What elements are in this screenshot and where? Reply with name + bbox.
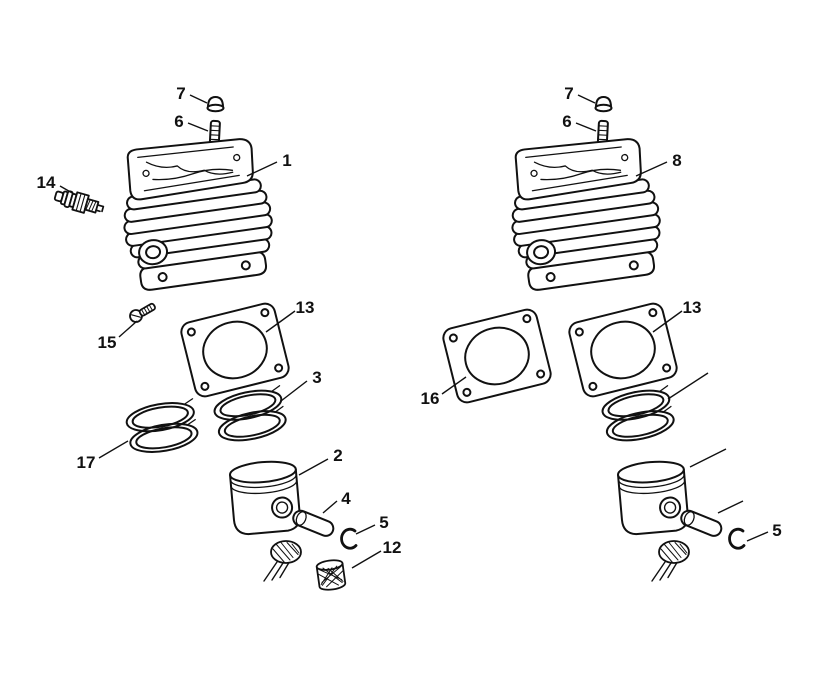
leader-line	[351, 550, 382, 569]
wrist-pin-part	[678, 507, 725, 540]
callout-12: 12	[383, 538, 402, 557]
leader-line	[717, 500, 744, 514]
callout-7: 7	[176, 84, 185, 103]
callout-14: 14	[37, 173, 56, 192]
callout-5: 5	[772, 521, 781, 540]
callout-17: 17	[77, 453, 96, 472]
connecting-rod-part	[651, 540, 690, 582]
piston-part	[616, 458, 691, 537]
leader-line	[441, 376, 467, 395]
leader-line	[265, 310, 296, 333]
gasket-part	[440, 306, 554, 406]
cap-part	[206, 96, 225, 113]
gasket-part	[178, 300, 292, 400]
leader-line	[187, 122, 209, 132]
snap-ring-part	[340, 527, 358, 550]
leader-line	[575, 122, 597, 132]
piston-rings-part	[598, 384, 679, 447]
cylinder-part	[500, 131, 669, 294]
callout-5: 5	[379, 513, 388, 532]
callout-3: 3	[312, 368, 321, 387]
leader-line	[652, 310, 683, 333]
spark-plug-part	[52, 185, 107, 219]
leader-line	[322, 500, 338, 514]
leader-line	[59, 185, 75, 195]
assembly-left: 7 6 1 14 15 13 3 17 2 4 5 12	[37, 84, 402, 593]
leader-line	[746, 531, 769, 542]
piston-rings-part	[123, 397, 202, 458]
leader-line	[118, 320, 138, 338]
callout-7: 7	[564, 84, 573, 103]
callout-1: 1	[282, 151, 291, 170]
leader-line	[635, 161, 668, 177]
piston-part	[228, 458, 303, 537]
cap-part	[594, 96, 613, 113]
callout-2: 2	[333, 446, 342, 465]
needle-bearing-part	[315, 557, 347, 593]
leader-line	[689, 448, 727, 468]
leader-line	[98, 440, 129, 459]
callout-15: 15	[98, 333, 117, 352]
leader-line	[355, 524, 376, 535]
callout-8: 8	[672, 151, 681, 170]
leader-line	[298, 458, 329, 476]
snap-ring-part	[728, 527, 746, 550]
callout-6: 6	[562, 112, 571, 131]
assembly-right: 7 6 8 13 16 5	[421, 84, 782, 582]
leader-line	[246, 161, 278, 177]
leader-line	[280, 380, 308, 402]
screw-part	[126, 299, 159, 326]
leader-line	[667, 372, 709, 400]
connecting-rod-part	[263, 540, 302, 582]
piston-rings-part	[210, 384, 291, 447]
callout-16: 16	[421, 389, 440, 408]
leader-line	[577, 94, 596, 104]
leader-line	[189, 94, 208, 104]
wrist-pin-part	[290, 507, 337, 540]
callout-4: 4	[341, 489, 351, 508]
cylinder-part	[112, 131, 281, 294]
callout-13: 13	[296, 298, 315, 317]
callout-6: 6	[174, 112, 183, 131]
callout-13: 13	[683, 298, 702, 317]
gasket-part	[566, 300, 680, 400]
